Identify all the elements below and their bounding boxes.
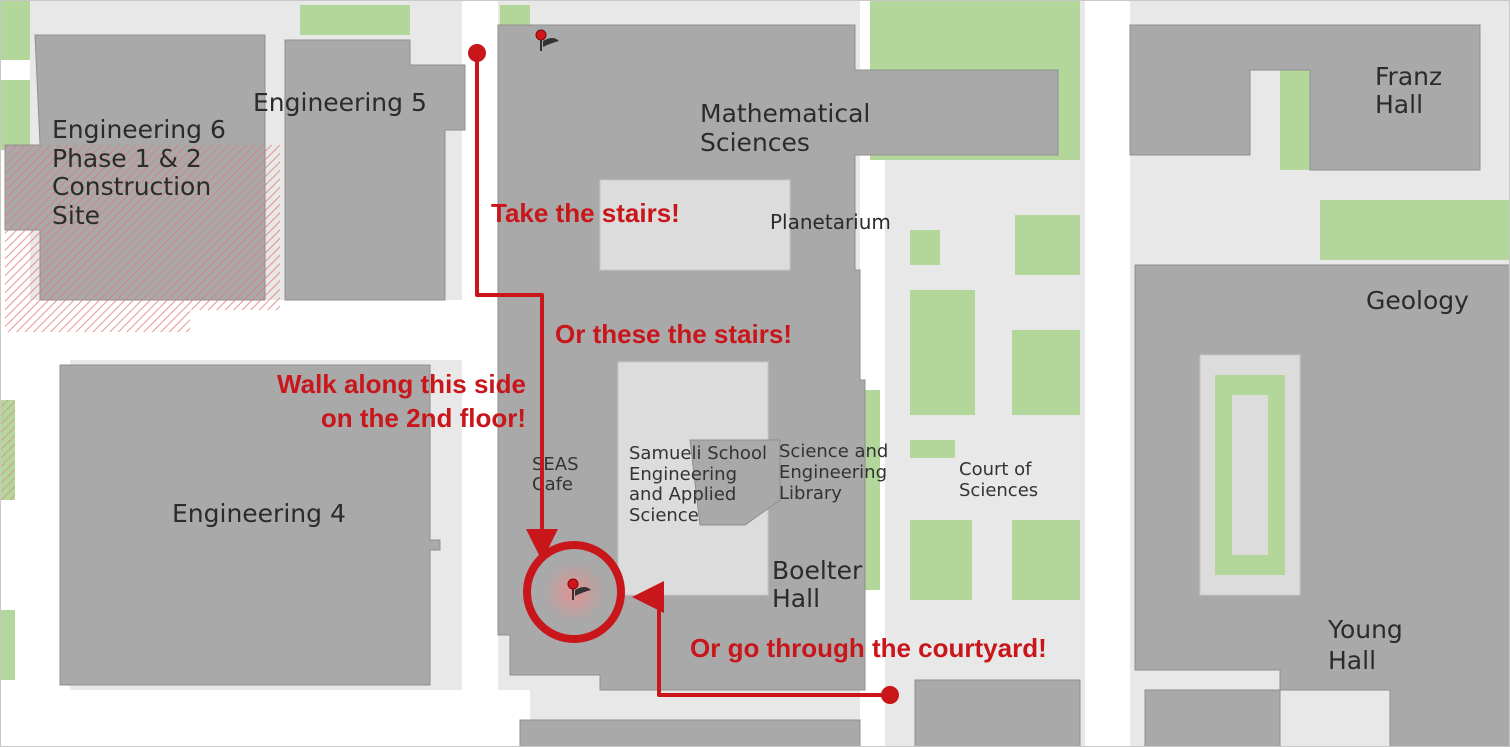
label-samueli-line1: Samueli School — [629, 443, 767, 464]
label-franz-line1: Franz — [1375, 62, 1442, 91]
route-north — [475, 53, 558, 561]
label-seas-cafe-line1: SEAS — [532, 454, 579, 475]
label-geology: Geology — [1366, 286, 1469, 315]
annotation-these-stairs: Or these the stairs! — [555, 319, 792, 349]
label-engineering-4: Engineering 4 — [172, 499, 346, 528]
building-south-3 — [519, 719, 861, 747]
building-labels: Engineering 6 Phase 1 & 2 Construction S… — [52, 62, 1469, 675]
building-south-1 — [914, 679, 1081, 747]
construction-zone-strip — [5, 310, 190, 332]
label-franz-line2: Hall — [1375, 90, 1423, 119]
label-samueli-line3: and Applied — [629, 484, 736, 505]
annotation-walk-side-line1: Walk along this side — [277, 369, 526, 399]
label-young-line2: Hall — [1328, 646, 1376, 675]
label-engineering-6-line4: Site — [52, 201, 100, 230]
building-engineering-4 — [59, 364, 441, 686]
label-library-line3: Library — [779, 483, 842, 504]
label-court-line2: Sciences — [959, 480, 1038, 501]
label-samueli-line2: Engineering — [629, 464, 737, 485]
map-pin-icon[interactable] — [567, 578, 591, 600]
annotation-walk-side-line2: on the 2nd floor! — [321, 403, 526, 433]
label-math-sci-line1: Mathematical — [700, 99, 870, 128]
building-engineering-5 — [284, 39, 466, 301]
label-boelter-line1: Boelter — [772, 556, 863, 585]
label-court-line1: Court of — [959, 459, 1032, 480]
label-boelter-line2: Hall — [772, 584, 820, 613]
route-start-north — [468, 44, 486, 62]
route-start-courtyard — [881, 686, 899, 704]
label-young-line1: Young — [1327, 615, 1403, 644]
route-courtyard — [632, 581, 890, 697]
building-south-2 — [1144, 689, 1281, 747]
construction-zone-west — [0, 400, 15, 500]
label-samueli-line4: Science — [629, 505, 699, 526]
label-library-line2: Engineering — [779, 462, 887, 483]
label-engineering-6-line3: Construction — [52, 172, 211, 201]
label-engineering-6-line2: Phase 1 & 2 — [52, 144, 202, 173]
map-pin-icon[interactable] — [535, 29, 559, 51]
label-seas-cafe-line2: Cafe — [532, 474, 573, 495]
label-math-sci-line2: Sciences — [700, 128, 810, 157]
building-library-wing — [689, 439, 781, 526]
destination-ring[interactable] — [523, 541, 625, 643]
route-annotations: Take the stairs! Or these the stairs! Wa… — [277, 198, 1047, 663]
label-engineering-6-line1: Engineering 6 — [52, 115, 226, 144]
label-library-line1: Science and — [779, 441, 888, 462]
building-franz-hall — [1129, 24, 1481, 171]
label-engineering-5: Engineering 5 — [253, 88, 427, 117]
courtyard-inner — [1232, 395, 1268, 555]
label-planetarium: Planetarium — [770, 210, 891, 234]
routes — [475, 53, 890, 697]
construction-zone — [5, 145, 280, 310]
annotation-take-stairs: Take the stairs! — [491, 198, 680, 228]
annotation-courtyard: Or go through the courtyard! — [690, 633, 1047, 663]
